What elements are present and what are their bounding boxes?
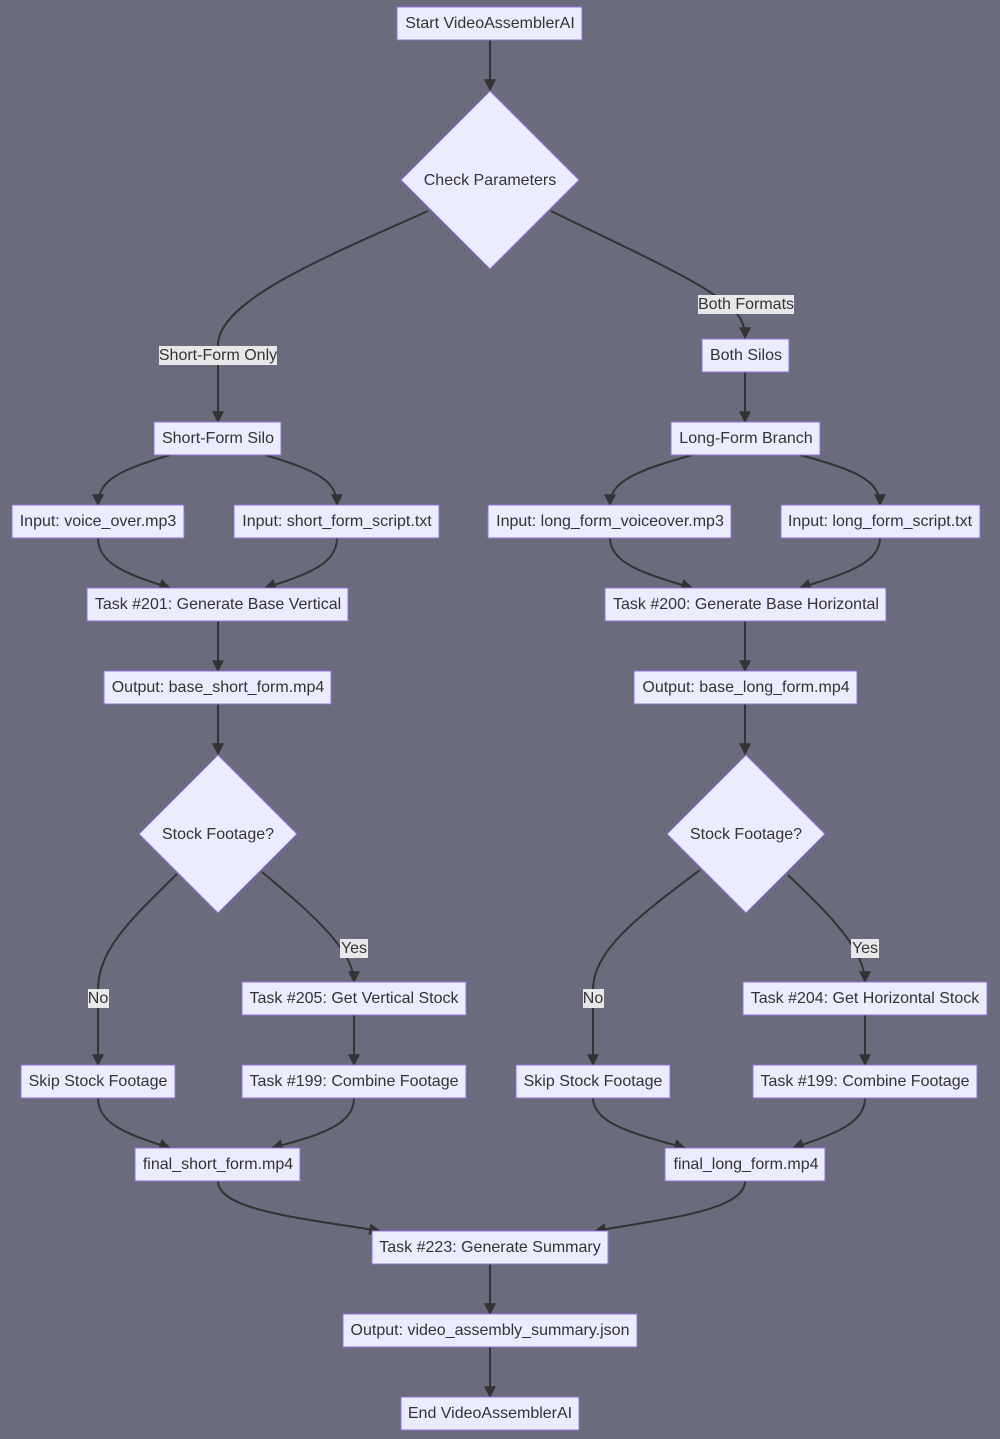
- edge-script-task201: [263, 537, 338, 591]
- check-parameters-label: Check Parameters: [424, 172, 557, 189]
- both-silos-label: Both Silos: [710, 347, 782, 364]
- task-199-right-label: Task #199: Combine Footage: [760, 1073, 969, 1090]
- edge-check-short: [212, 210, 429, 424]
- input-short-script-label: Input: short_form_script.txt: [242, 513, 432, 530]
- stock-footage-decision-right: Stock Footage?: [666, 754, 826, 914]
- end-node: End VideoAssemblerAI: [400, 1396, 580, 1431]
- output-base-short-label: Output: base_short_form.mp4: [112, 679, 325, 696]
- output-base-long-label: Output: base_long_form.mp4: [642, 679, 849, 696]
- task-199-left-node: Task #199: Combine Footage: [241, 1064, 467, 1099]
- edge-shortsilo-script: [264, 454, 343, 507]
- start-node-label: Start VideoAssemblerAI: [405, 15, 575, 32]
- output-summary-node: Output: video_assembly_summary.json: [342, 1313, 638, 1348]
- input-voice-over-label: Input: voice_over.mp3: [20, 513, 177, 530]
- input-long-voiceover-label: Input: long_form_voiceover.mp3: [496, 513, 724, 530]
- check-parameters-decision: Check Parameters: [400, 90, 580, 270]
- short-form-silo-label: Short-Form Silo: [162, 430, 274, 447]
- edge-finallong-task223: [593, 1180, 746, 1236]
- task-199-left-label: Task #199: Combine Footage: [249, 1073, 458, 1090]
- edge-stockleft-yes: [261, 871, 360, 984]
- edge-long-script: [799, 454, 886, 507]
- input-long-script-node: Input: long_form_script.txt: [780, 504, 981, 539]
- end-node-label: End VideoAssemblerAI: [408, 1405, 572, 1422]
- edge-label-short-only: Short-Form Only: [159, 347, 277, 364]
- skip-stock-left-label: Skip Stock Footage: [29, 1073, 168, 1090]
- task-205-label: Task #205: Get Vertical Stock: [250, 990, 460, 1007]
- output-summary-label: Output: video_assembly_summary.json: [351, 1322, 630, 1339]
- stock-footage-right-label: Stock Footage?: [690, 826, 802, 843]
- task-201-node: Task #201: Generate Base Vertical: [86, 587, 349, 622]
- short-form-silo-node: Short-Form Silo: [153, 421, 282, 456]
- edge-finalshort-task223: [217, 1180, 382, 1236]
- task-204-label: Task #204: Get Horizontal Stock: [751, 990, 981, 1007]
- edge-task199right-final: [791, 1097, 866, 1151]
- task-199-right-node: Task #199: Combine Footage: [752, 1064, 978, 1099]
- edge-label-no-left: No: [88, 990, 109, 1007]
- task-200-node: Task #200: Generate Base Horizontal: [604, 587, 887, 622]
- stock-footage-left-label: Stock Footage?: [162, 826, 274, 843]
- edge-longscript-task200: [798, 537, 881, 591]
- task-223-node: Task #223: Generate Summary: [371, 1230, 609, 1265]
- input-long-voiceover-node: Input: long_form_voiceover.mp3: [487, 504, 732, 539]
- edge-skipright-final: [592, 1097, 687, 1151]
- skip-stock-right-label: Skip Stock Footage: [524, 1073, 663, 1090]
- edge-label-yes-right: Yes: [852, 940, 878, 957]
- edges: [92, 40, 886, 1399]
- long-form-branch-label: Long-Form Branch: [679, 430, 812, 447]
- edge-label-yes-left: Yes: [341, 940, 367, 957]
- edge-label-both-formats: Both Formats: [698, 296, 794, 313]
- edge-skipleft-final: [97, 1097, 172, 1151]
- edge-label-no-right: No: [583, 990, 604, 1007]
- edge-stockleft-no: [92, 873, 178, 1067]
- final-long-label: final_long_form.mp4: [674, 1156, 819, 1173]
- input-short-script-node: Input: short_form_script.txt: [233, 504, 440, 539]
- start-node: Start VideoAssemblerAI: [396, 6, 583, 41]
- final-long-node: final_long_form.mp4: [664, 1147, 826, 1182]
- task-204-node: Task #204: Get Horizontal Stock: [742, 981, 988, 1016]
- task-205-node: Task #205: Get Vertical Stock: [241, 981, 467, 1016]
- edge-task199left-final: [270, 1097, 355, 1151]
- edge-long-voice: [604, 454, 693, 507]
- task-223-label: Task #223: Generate Summary: [379, 1239, 600, 1256]
- edge-stockright-no: [587, 869, 701, 1067]
- skip-stock-left-node: Skip Stock Footage: [20, 1064, 176, 1099]
- input-voice-over-node: Input: voice_over.mp3: [11, 504, 185, 539]
- stock-footage-decision-left: Stock Footage?: [138, 754, 298, 914]
- edge-stockright-yes: [787, 874, 871, 984]
- edge-voice-task201: [97, 537, 172, 591]
- final-short-label: final_short_form.mp4: [143, 1156, 293, 1173]
- nodes: Start VideoAssemblerAI Check Parameters …: [11, 6, 988, 1431]
- edge-check-both: [550, 210, 751, 340]
- long-form-branch-node: Long-Form Branch: [670, 421, 821, 456]
- both-silos-node: Both Silos: [701, 338, 790, 373]
- edge-shortsilo-voice: [92, 454, 171, 507]
- edge-labels: Short-Form Only Both Formats No Yes No Y…: [88, 295, 879, 1008]
- task-200-label: Task #200: Generate Base Horizontal: [613, 596, 879, 613]
- output-base-long-node: Output: base_long_form.mp4: [633, 670, 858, 705]
- task-201-label: Task #201: Generate Base Vertical: [95, 596, 341, 613]
- skip-stock-right-node: Skip Stock Footage: [515, 1064, 671, 1099]
- output-base-short-node: Output: base_short_form.mp4: [103, 670, 332, 705]
- edge-longvoice-task200: [609, 537, 694, 591]
- input-long-script-label: Input: long_form_script.txt: [788, 513, 973, 530]
- final-short-node: final_short_form.mp4: [134, 1147, 301, 1182]
